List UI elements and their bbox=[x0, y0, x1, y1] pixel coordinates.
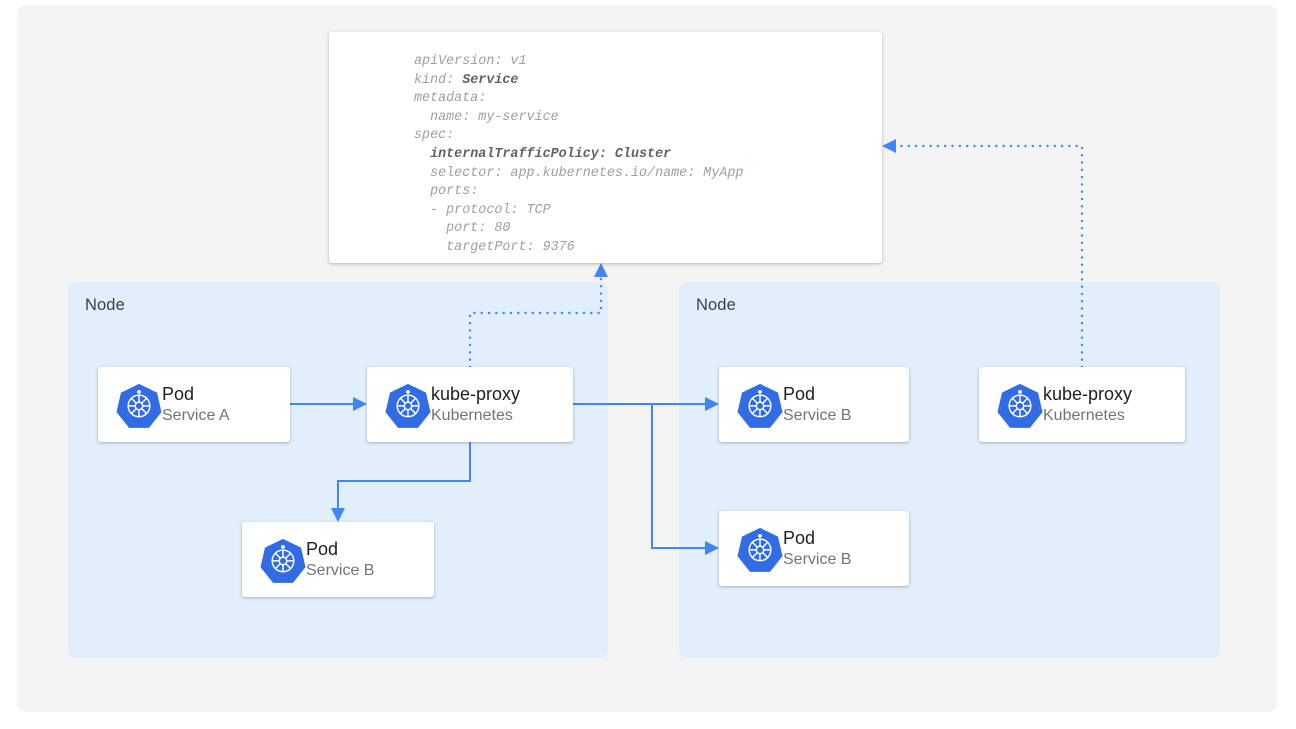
kubernetes-logo-icon bbox=[997, 382, 1043, 428]
connector-kube-proxy-to-pod-b-top bbox=[573, 397, 719, 411]
kubernetes-logo-icon bbox=[116, 382, 162, 428]
card-text-pod-service-b-bottom: Pod Service B bbox=[783, 527, 909, 570]
kubernetes-logo-icon bbox=[260, 537, 306, 583]
connector-kube-proxy-to-pod-b-left bbox=[331, 442, 471, 522]
kubernetes-logo-icon bbox=[737, 526, 783, 572]
card-title: Pod bbox=[306, 539, 339, 559]
card-subtitle: Kubernetes bbox=[431, 407, 513, 424]
kubernetes-logo-icon bbox=[385, 382, 431, 428]
card-kube-proxy-left[interactable]: kube-proxy Kubernetes bbox=[367, 367, 573, 442]
card-pod-service-a[interactable]: Pod Service A bbox=[98, 367, 290, 442]
card-text-pod-service-b-left-node: Pod Service B bbox=[306, 538, 434, 581]
card-title: Pod bbox=[162, 384, 195, 404]
node-label-left: Node bbox=[85, 296, 125, 314]
node-label-right: Node bbox=[696, 296, 736, 314]
card-subtitle: Service A bbox=[162, 407, 230, 424]
card-text-pod-service-a: Pod Service A bbox=[162, 383, 290, 426]
card-pod-service-b-left-node[interactable]: Pod Service B bbox=[242, 522, 434, 597]
card-subtitle: Service B bbox=[783, 551, 852, 568]
card-subtitle: Kubernetes bbox=[1043, 407, 1125, 424]
card-kube-proxy-right[interactable]: kube-proxy Kubernetes bbox=[979, 367, 1185, 442]
card-text-pod-service-b-top: Pod Service B bbox=[783, 383, 909, 426]
card-subtitle: Service B bbox=[306, 562, 375, 579]
kubernetes-logo-icon bbox=[737, 382, 783, 428]
card-text-kube-proxy-left: kube-proxy Kubernetes bbox=[431, 383, 573, 426]
card-text-kube-proxy-right: kube-proxy Kubernetes bbox=[1043, 383, 1185, 426]
card-pod-service-b-top[interactable]: Pod Service B bbox=[719, 367, 909, 442]
connector-kube-proxy-to-pod-b-bottom bbox=[651, 404, 719, 555]
card-title: kube-proxy bbox=[431, 384, 521, 404]
node-container-right: Node bbox=[679, 282, 1220, 658]
card-subtitle: Service B bbox=[783, 407, 852, 424]
card-title: Pod bbox=[783, 528, 816, 548]
card-title: Pod bbox=[783, 384, 816, 404]
connector-pod-a-to-kube-proxy bbox=[290, 397, 367, 411]
connector-kube-proxy-left-to-manifest bbox=[468, 263, 608, 369]
card-pod-service-b-bottom[interactable]: Pod Service B bbox=[719, 511, 909, 586]
connector-kube-proxy-right-to-manifest bbox=[882, 139, 1084, 369]
card-title: kube-proxy bbox=[1043, 384, 1133, 404]
